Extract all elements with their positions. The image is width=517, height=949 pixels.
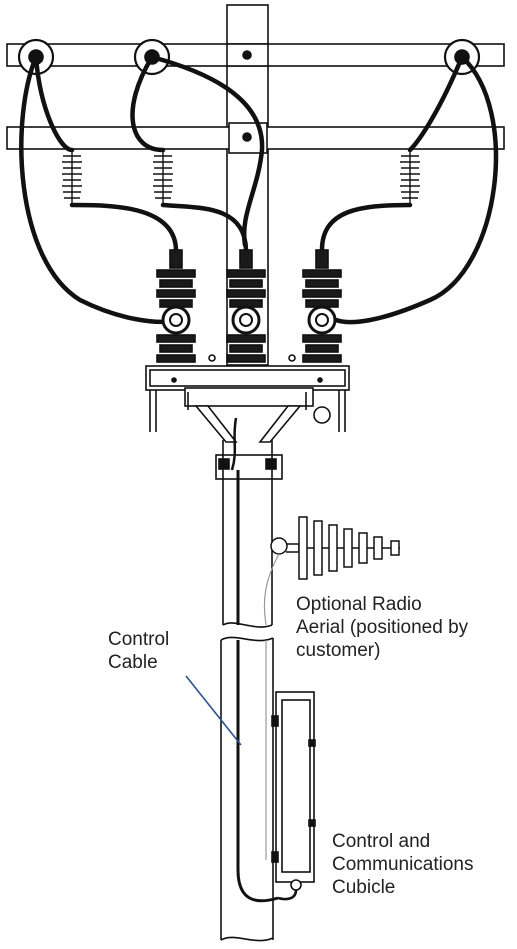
- pole-middle: [222, 440, 273, 628]
- pole-lower: [220, 636, 279, 942]
- radio-aerial: [263, 516, 400, 626]
- lower-crossarm: [6, 122, 505, 154]
- control-cable-leader: [185, 675, 242, 746]
- bushing-middle: [226, 249, 266, 363]
- control-cubicle-label: Control and Communications Cubicle: [332, 831, 474, 898]
- surge-arrester-middle: [153, 149, 173, 205]
- recloser-mounting-frame: [145, 354, 350, 432]
- upper-crossarm: [6, 43, 505, 67]
- surge-arrester-left: [62, 149, 82, 205]
- control-cable-label: Control Cable: [108, 629, 170, 673]
- surge-arrester-right: [400, 149, 420, 205]
- pole-mount-bracket: [194, 405, 302, 480]
- radio-aerial-label: Optional Radio Aerial (positioned by cus…: [296, 594, 469, 661]
- bushing-left: [156, 249, 196, 363]
- bushing-right: [302, 249, 342, 363]
- control-cubicle: [271, 691, 316, 901]
- phase-cables: [19, 54, 499, 325]
